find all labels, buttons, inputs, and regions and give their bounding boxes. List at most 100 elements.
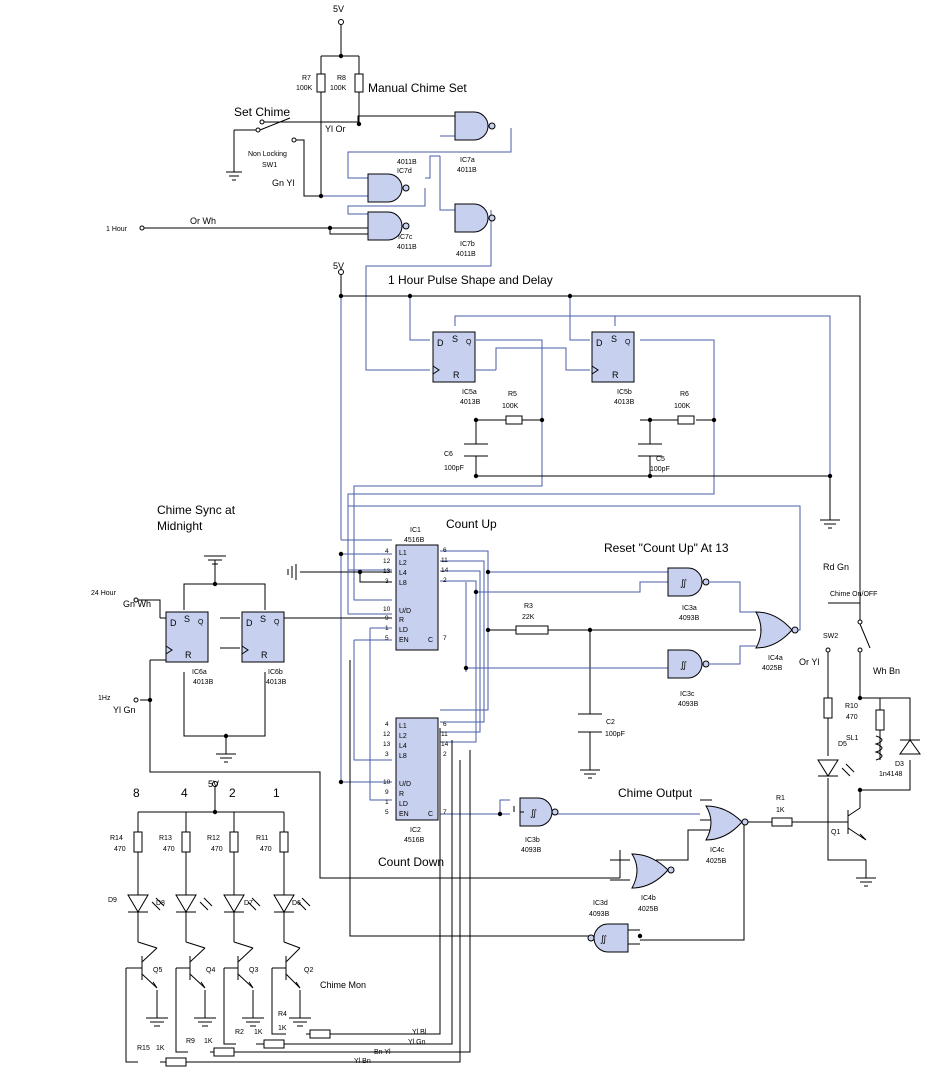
svg-text:1K: 1K xyxy=(776,807,785,814)
svg-text:Gn Wh: Gn Wh xyxy=(123,599,151,609)
svg-text:470: 470 xyxy=(211,846,223,853)
svg-text:L1: L1 xyxy=(399,550,407,557)
svg-text:6: 6 xyxy=(443,721,447,728)
svg-text:5V: 5V xyxy=(333,4,344,14)
svg-text:R12: R12 xyxy=(207,835,220,842)
svg-text:4011B: 4011B xyxy=(397,159,417,166)
svg-text:470: 470 xyxy=(114,846,126,853)
svg-text:Bn Yl: Bn Yl xyxy=(374,1049,391,1056)
svg-text:4093B: 4093B xyxy=(678,701,699,708)
svg-text:11: 11 xyxy=(441,731,448,738)
svg-text:4011B: 4011B xyxy=(397,244,417,251)
heading-set-chime: Set Chime xyxy=(234,105,290,119)
svg-text:Q4: Q4 xyxy=(206,967,215,974)
svg-text:R3: R3 xyxy=(524,603,533,610)
svg-text:13: 13 xyxy=(383,568,391,575)
svg-text:5: 5 xyxy=(385,635,389,642)
r2-body xyxy=(263,1039,285,1049)
ic5a-box xyxy=(432,331,476,383)
flip-flops xyxy=(165,331,635,663)
svg-text:IC4c: IC4c xyxy=(710,847,725,854)
capacitors xyxy=(464,443,662,733)
ic6b-box xyxy=(241,611,285,663)
svg-text:10: 10 xyxy=(383,606,391,613)
svg-text:Q2: Q2 xyxy=(304,967,313,974)
svg-text:R9: R9 xyxy=(186,1038,195,1045)
svg-text:R11: R11 xyxy=(256,835,268,842)
r11-body xyxy=(279,831,289,853)
ic5b-box xyxy=(591,331,635,383)
svg-text:R5: R5 xyxy=(508,391,517,398)
svg-text:D: D xyxy=(437,338,444,348)
svg-text:2: 2 xyxy=(229,786,236,800)
svg-text:Q: Q xyxy=(625,339,631,346)
svg-text:D6: D6 xyxy=(292,900,301,907)
svg-text:R: R xyxy=(453,370,460,380)
svg-text:2: 2 xyxy=(443,577,447,584)
svg-text:IC2: IC2 xyxy=(410,827,421,834)
heading-chime-output: Chime Output xyxy=(618,786,693,800)
svg-text:SW1: SW1 xyxy=(262,162,277,169)
svg-text:4013B: 4013B xyxy=(460,399,481,406)
svg-text:L4: L4 xyxy=(399,743,407,750)
ic6a-box xyxy=(165,611,209,663)
svg-text:Or Wh: Or Wh xyxy=(190,216,216,226)
r13-body xyxy=(181,831,191,853)
led-bit-labels: 8 4 2 1 xyxy=(133,786,280,800)
wire-color-labels: Yl Or Gn Yl Rd Gn Or Yl Wh Bn Yl Bl Yl G… xyxy=(272,124,900,1065)
svg-text:1 Hour: 1 Hour xyxy=(106,226,128,233)
junction-dots xyxy=(147,53,863,939)
svg-text:4013B: 4013B xyxy=(266,679,287,686)
ic7a-gate xyxy=(454,111,489,141)
svg-text:IC4a: IC4a xyxy=(768,655,783,662)
svg-text:R: R xyxy=(612,370,619,380)
svg-text:IC7b: IC7b xyxy=(460,241,475,248)
svg-text:3: 3 xyxy=(385,751,389,758)
svg-text:470: 470 xyxy=(260,846,272,853)
r10-body xyxy=(823,697,833,719)
svg-text:5V: 5V xyxy=(333,261,344,271)
svg-text:IC7a: IC7a xyxy=(460,157,475,164)
svg-text:1K: 1K xyxy=(278,1025,287,1032)
heading-chime-mon: Chime Mon xyxy=(320,980,366,990)
svg-text:1K: 1K xyxy=(254,1029,263,1036)
r14-body xyxy=(133,831,143,853)
svg-text:U/D: U/D xyxy=(399,608,411,615)
svg-text:EN: EN xyxy=(399,811,409,818)
svg-text:4013B: 4013B xyxy=(193,679,214,686)
heading-count-up: Count Up xyxy=(446,517,497,531)
svg-text:SL1: SL1 xyxy=(846,735,859,742)
ic4b-gate xyxy=(631,853,669,889)
svg-text:10: 10 xyxy=(383,779,391,786)
svg-text:IC4b: IC4b xyxy=(641,895,656,902)
svg-text:LD: LD xyxy=(399,801,408,808)
svg-text:1K: 1K xyxy=(156,1045,165,1052)
ic7d-gate xyxy=(367,173,403,203)
svg-text:4011B: 4011B xyxy=(456,251,476,258)
input-terminals xyxy=(133,225,150,703)
svg-text:R6: R6 xyxy=(680,391,689,398)
svg-text:7: 7 xyxy=(443,809,447,816)
r12-body xyxy=(229,831,239,853)
svg-text:1n4148: 1n4148 xyxy=(879,771,902,778)
svg-text:R: R xyxy=(399,617,404,624)
svg-text:L2: L2 xyxy=(399,560,407,567)
svg-text:4516B: 4516B xyxy=(404,537,425,544)
r5-body xyxy=(505,415,523,425)
svg-text:4011B: 4011B xyxy=(457,167,477,174)
svg-text:SW2: SW2 xyxy=(823,633,838,640)
svg-text:∬: ∬ xyxy=(680,660,687,670)
svg-text:5: 5 xyxy=(385,809,389,816)
svg-text:1: 1 xyxy=(385,799,389,806)
svg-text:D9: D9 xyxy=(108,897,117,904)
input-labels: 1 Hour Or Wh 24 Hour Gn Wh 1Hz Yl Gn xyxy=(91,216,216,715)
svg-text:Q: Q xyxy=(198,619,204,626)
diodes xyxy=(127,735,921,913)
supply-labels: 5V 5V 5V xyxy=(208,4,344,789)
svg-text:Wh Bn: Wh Bn xyxy=(873,666,900,676)
svg-text:Q1: Q1 xyxy=(831,829,840,836)
svg-text:LD: LD xyxy=(399,627,408,634)
svg-text:11: 11 xyxy=(441,557,448,564)
svg-text:C5: C5 xyxy=(656,456,665,463)
